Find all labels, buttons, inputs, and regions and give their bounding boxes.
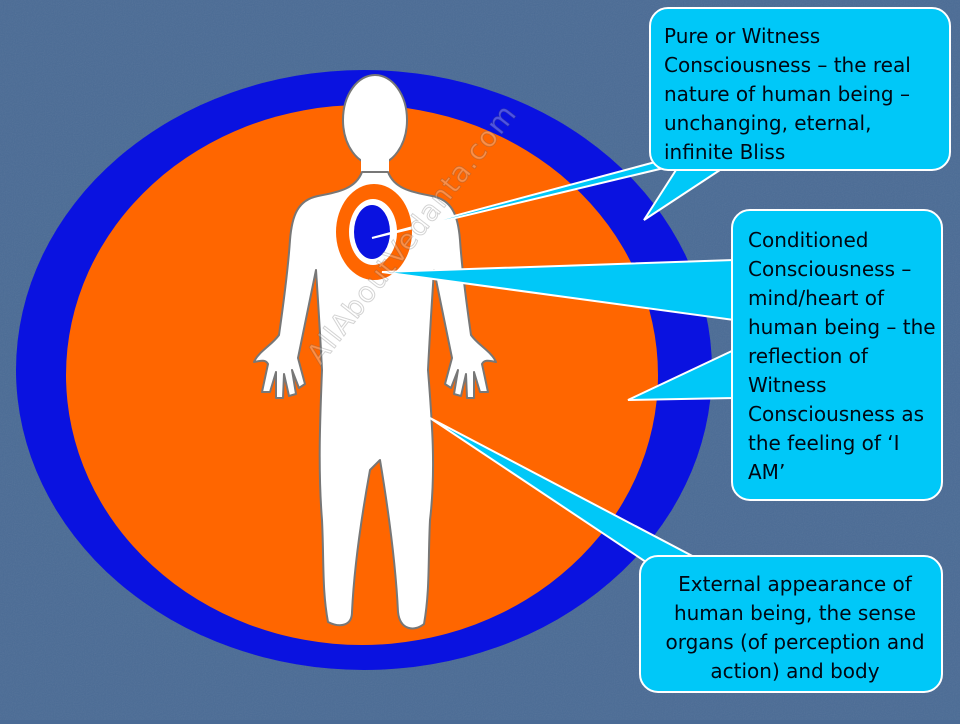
figure-head xyxy=(342,74,408,166)
human-figure xyxy=(253,74,497,630)
callout-text-external-appearance: External appearance of human being, the … xyxy=(665,572,925,683)
figure-body xyxy=(253,171,497,630)
callout-conditioned-consciousness xyxy=(381,209,943,501)
callout-external-appearance xyxy=(429,417,943,693)
callout-text-conditioned-consciousness: Conditioned Consciousness – mind/heart o… xyxy=(748,228,936,484)
callout-pure-consciousness xyxy=(371,7,951,239)
callout-text-pure-consciousness: Pure or Witness Consciousness – the real… xyxy=(664,24,911,164)
heart-blue-core xyxy=(354,205,390,259)
